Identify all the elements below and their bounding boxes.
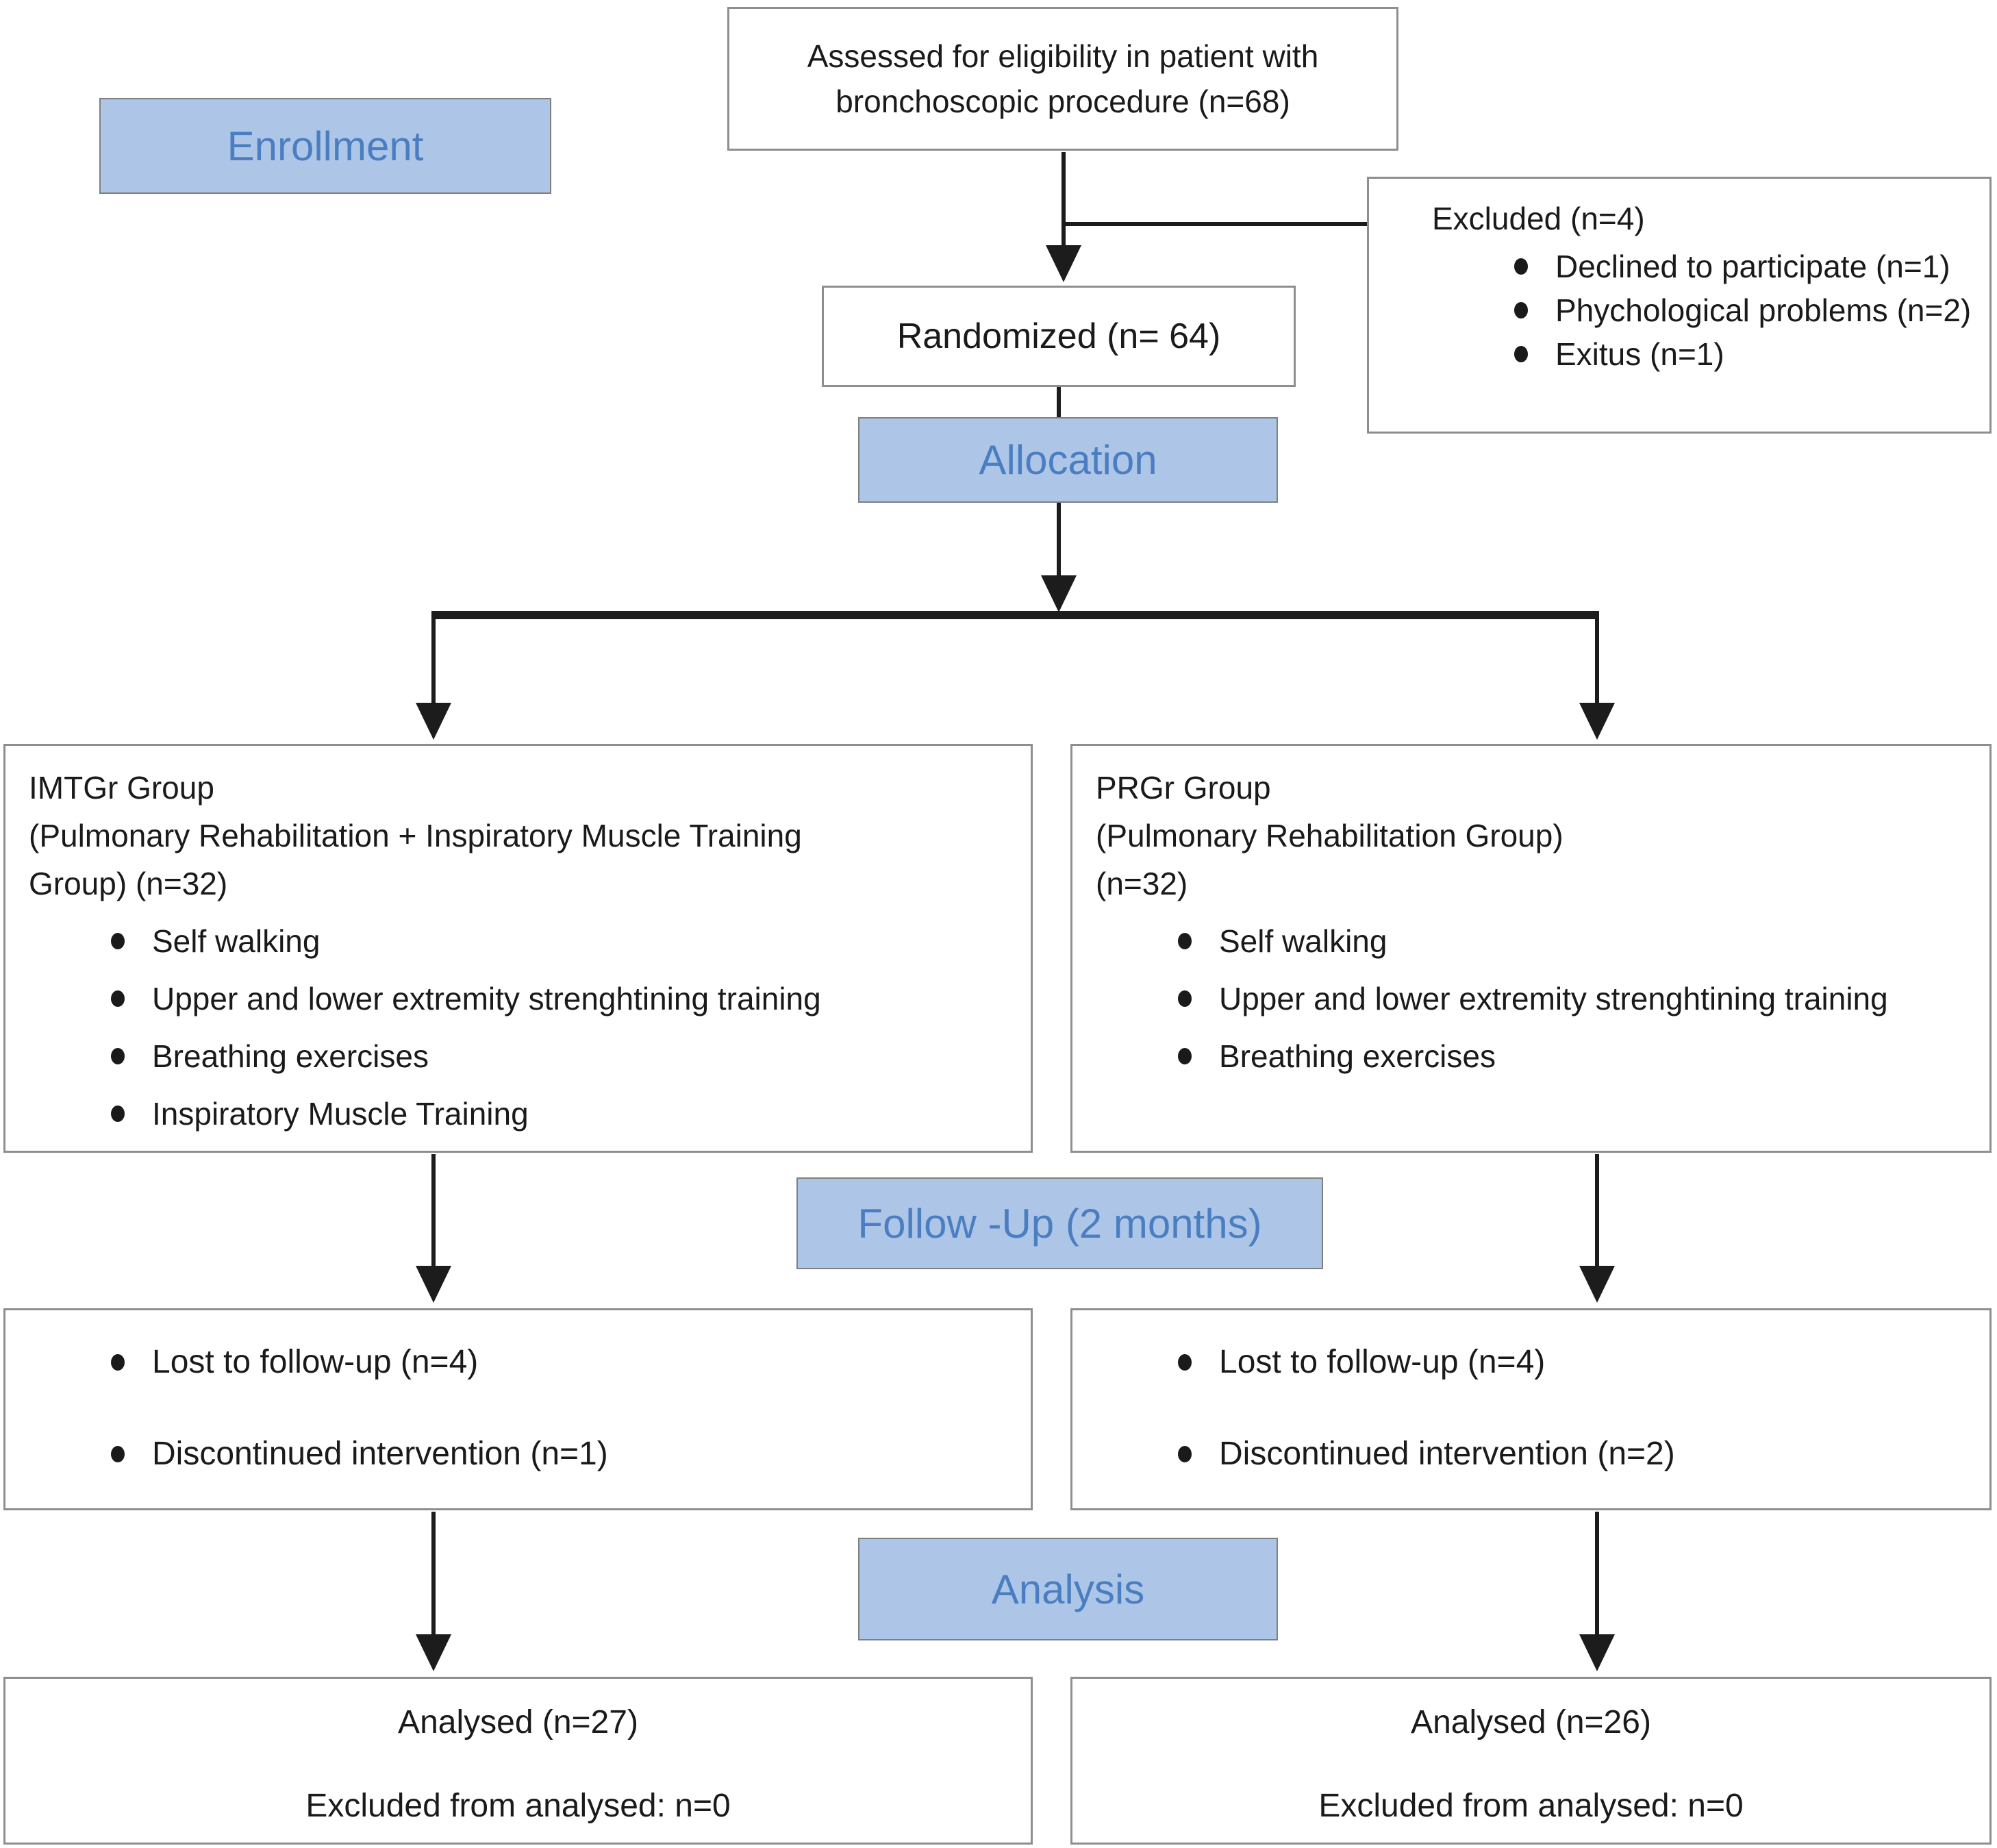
analysed-imtgr-line-2: Excluded from analysed: n=0 (305, 1788, 731, 1824)
list-item: Discontinued intervention (n=2) (1178, 1429, 1969, 1479)
list-item: Inspiratory Muscle Training (111, 1090, 1006, 1138)
box-group-prgr: PRGr Group (Pulmonary Rehabilitation Gro… (1070, 744, 1992, 1153)
box-analysed-imtgr: Analysed (n=27) Excluded from analysed: … (3, 1677, 1033, 1845)
group-item-text: Inspiratory Muscle Training (152, 1096, 529, 1132)
bullet-icon (111, 990, 125, 1007)
arrowhead-branch (1041, 575, 1077, 612)
box-excluded: Excluded (n=4) Declined to participate (… (1367, 177, 1992, 434)
box-followup-imtgr: Lost to follow-up (n=4) Discontinued int… (3, 1308, 1033, 1510)
followup-item-text: Discontinued intervention (n=1) (152, 1436, 608, 1472)
list-item: Upper and lower extremity strenghtining … (1178, 975, 1965, 1023)
group-prgr-name: PRGr Group (1096, 770, 1271, 806)
randomized-text: Randomized (n= 64) (896, 316, 1221, 356)
bullet-icon (1178, 1446, 1192, 1462)
group-item-text: Self walking (152, 923, 321, 959)
list-item: Upper and lower extremity strenghtining … (111, 975, 1006, 1023)
analysed-imtgr-line-1: Analysed (n=27) (398, 1704, 638, 1740)
analysed-prgr-line-1: Analysed (n=26) (1411, 1704, 1651, 1740)
followup-prgr-list: Lost to follow-up (n=4) Discontinued int… (1178, 1338, 1969, 1479)
arrowhead-analysed-imtgr (416, 1634, 451, 1671)
bullet-icon (111, 1446, 125, 1462)
group-item-text: Upper and lower extremity strenghtining … (152, 981, 821, 1016)
list-item: Lost to follow-up (n=4) (111, 1338, 1010, 1387)
bullet-icon (111, 1106, 125, 1122)
group-item-text: Breathing exercises (1219, 1038, 1496, 1074)
list-item: Self walking (111, 917, 1006, 965)
analysed-prgr-line-2: Excluded from analysed: n=0 (1318, 1788, 1744, 1824)
arrowhead-randomized (1046, 245, 1081, 282)
followup-item-text: Discontinued intervention (n=2) (1219, 1436, 1675, 1472)
group-imtgr-name: IMTGr Group (29, 770, 214, 806)
arrowhead-prgr (1579, 703, 1615, 740)
excluded-item-text: Declined to participate (n=1) (1555, 249, 1950, 284)
bullet-icon (1178, 990, 1192, 1007)
bullet-icon (1178, 1048, 1192, 1064)
stage-label-analysis: Analysis (858, 1538, 1278, 1640)
group-item-text: Upper and lower extremity strenghtining … (1219, 981, 1888, 1016)
bullet-icon (1514, 258, 1528, 275)
arrowhead-followup-imtgr (416, 1266, 451, 1303)
list-item: Phychological problems (n=2) (1514, 288, 1976, 332)
list-item: Breathing exercises (111, 1032, 1006, 1080)
group-item-text: Self walking (1219, 923, 1387, 959)
list-item: Exitus (n=1) (1514, 332, 1976, 376)
followup-imtgr-list: Lost to follow-up (n=4) Discontinued int… (111, 1338, 1010, 1479)
group-prgr-subtitle-1: (Pulmonary Rehabilitation Group) (1096, 818, 1563, 853)
group-prgr-subtitle-2: (n=32) (1096, 866, 1188, 901)
followup-item-text: Lost to follow-up (n=4) (1219, 1344, 1546, 1380)
list-item: Discontinued intervention (n=1) (111, 1429, 1010, 1479)
bullet-icon (111, 1354, 125, 1371)
box-analysed-prgr: Analysed (n=26) Excluded from analysed: … (1070, 1677, 1992, 1845)
bullet-icon (1514, 346, 1528, 362)
bullet-icon (1514, 302, 1528, 319)
group-item-text: Breathing exercises (152, 1038, 429, 1074)
list-item: Breathing exercises (1178, 1032, 1965, 1080)
group-prgr-list: Self walking Upper and lower extremity s… (1178, 917, 1965, 1080)
excluded-item-text: Phychological problems (n=2) (1555, 292, 1972, 328)
excluded-item-text: Exitus (n=1) (1555, 336, 1724, 372)
bullet-icon (111, 933, 125, 949)
stage-label-allocation: Allocation (858, 417, 1278, 503)
stage-label-enrollment: Enrollment (99, 98, 551, 194)
list-item: Lost to follow-up (n=4) (1178, 1338, 1969, 1387)
arrowhead-imtgr (416, 703, 451, 740)
box-group-imtgr: IMTGr Group (Pulmonary Rehabilitation + … (3, 744, 1033, 1153)
group-imtgr-subtitle-2: Group) (n=32) (29, 866, 228, 901)
assessed-line-2: bronchoscopic procedure (n=68) (836, 84, 1290, 119)
bullet-icon (1178, 933, 1192, 949)
arrowhead-followup-prgr (1579, 1266, 1615, 1303)
box-randomized: Randomized (n= 64) (822, 286, 1296, 387)
list-item: Declined to participate (n=1) (1514, 245, 1976, 288)
group-imtgr-list: Self walking Upper and lower extremity s… (111, 917, 1006, 1138)
excluded-list: Declined to participate (n=1) Phychologi… (1514, 245, 1976, 376)
arrowhead-analysed-prgr (1579, 1634, 1615, 1671)
stage-label-followup: Follow -Up (2 months) (796, 1177, 1323, 1269)
box-assessed-eligibility: Assessed for eligibility in patient with… (727, 7, 1398, 151)
box-followup-prgr: Lost to follow-up (n=4) Discontinued int… (1070, 1308, 1992, 1510)
group-imtgr-subtitle-1: (Pulmonary Rehabilitation + Inspiratory … (29, 818, 802, 853)
assessed-line-1: Assessed for eligibility in patient with (807, 38, 1319, 74)
bullet-icon (1178, 1354, 1192, 1371)
followup-item-text: Lost to follow-up (n=4) (152, 1344, 479, 1380)
list-item: Self walking (1178, 917, 1965, 965)
bullet-icon (111, 1048, 125, 1064)
excluded-title: Excluded (n=4) (1432, 201, 1645, 236)
